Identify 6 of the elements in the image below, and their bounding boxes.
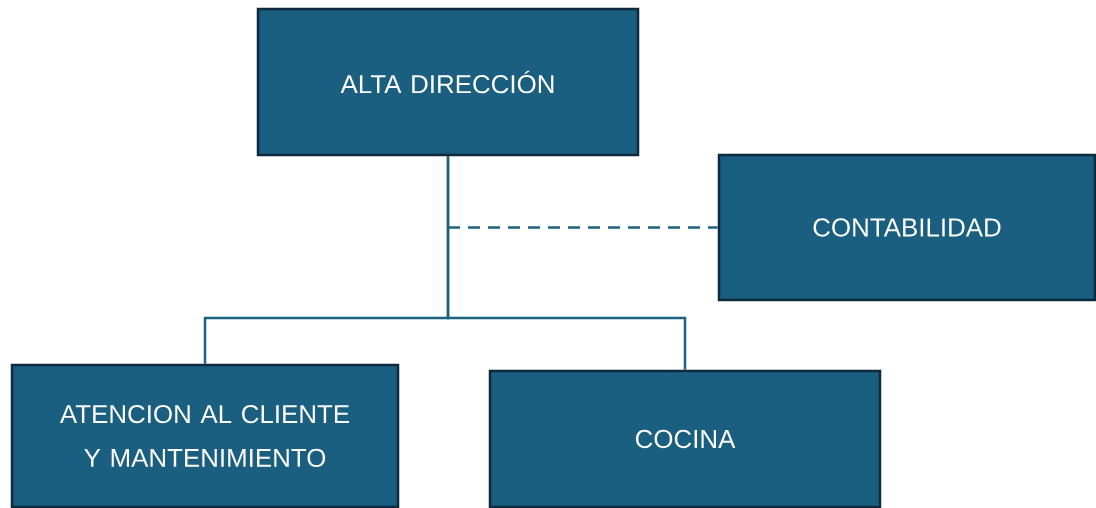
org-box: ALTA DIRECCIÓN [256, 7, 640, 157]
org-box: CONTABILIDAD [717, 153, 1096, 302]
connector-line [448, 226, 718, 229]
org-box: ATENCION AL CLIENTE Y MANTENIMIENTO [10, 363, 400, 508]
org-box: COCINA [488, 369, 882, 508]
connector-line [446, 156, 687, 370]
